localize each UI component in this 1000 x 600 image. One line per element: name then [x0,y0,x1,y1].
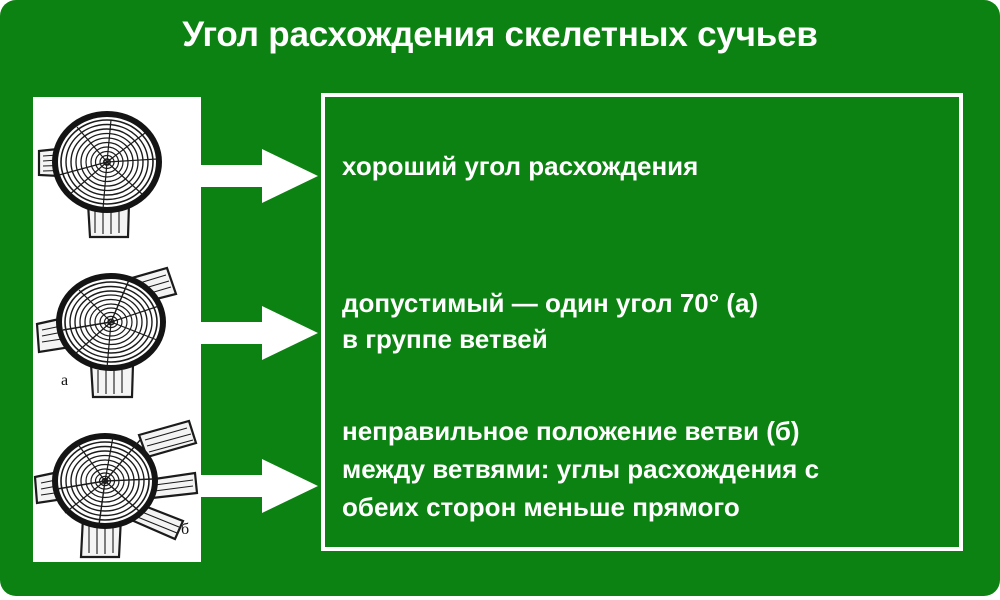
figure-3-label: б [181,521,190,538]
figure-acceptable-angle: а [33,254,201,409]
description-line-good-angle: хороший угол расхождения [342,151,699,181]
figure-good-angle [33,99,201,254]
description-line-acceptable-2: в группе ветвей [342,324,548,354]
description-line-wrong-1: неправильное положение ветви (б) [342,416,800,446]
illustration-panel: а [33,97,201,562]
page-title: Угол расхождения скелетных сучьев [182,15,818,54]
description-line-acceptable-1: допустимый — один угол 70° (а) [342,288,759,318]
figure-wrong-angle: б [33,409,201,562]
arrow-right-icon [200,148,318,204]
figure-2-label: а [61,372,69,389]
arrow-right-icon [200,458,318,514]
description-text-box: хороший угол расхождения допустимый — од… [321,93,963,551]
description-line-wrong-2: между ветвями: углы расхождения с [342,454,820,484]
description-line-wrong-3: обеих сторон меньше прямого [342,492,740,522]
arrow-right-icon [200,305,318,361]
